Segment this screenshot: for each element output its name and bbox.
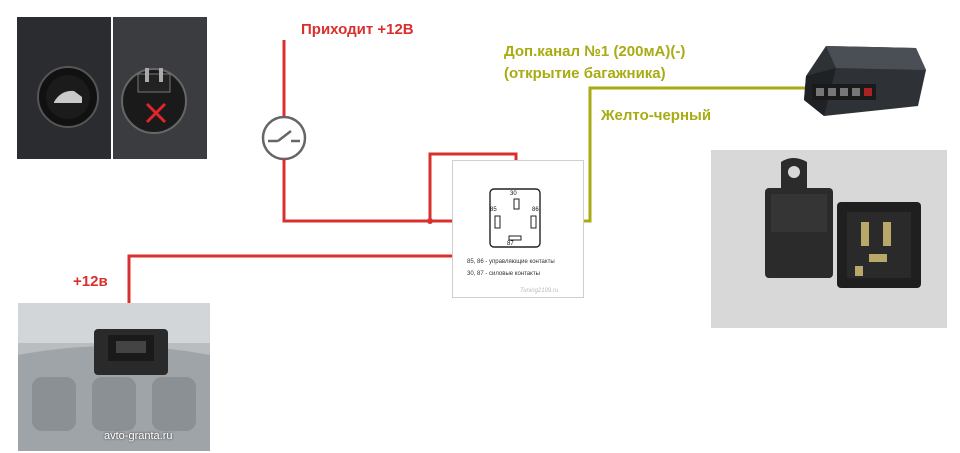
trunk-button-illustration (14, 14, 210, 162)
pin-87: 87 (507, 241, 514, 247)
trunk-open-label: (открытие багажника) (504, 65, 666, 82)
wire-color-label: Желто-черный (601, 107, 712, 124)
relays-photo (711, 150, 947, 328)
trunk-photo-watermark: avto-granta.ru (104, 430, 173, 442)
relay-watermark: Tuning2109.ru (520, 288, 559, 294)
red-wire-to-pin85 (282, 159, 490, 223)
trunk-lid-photo: avto-granta.ru (18, 303, 210, 451)
relays-illustration (711, 150, 947, 328)
alarm-unit-photo (796, 36, 936, 120)
relay-body (489, 188, 541, 248)
alarm-unit-illustration (804, 46, 926, 116)
trunk-lid-illustration (18, 303, 210, 451)
pin-86: 86 (532, 207, 539, 213)
pin-30: 30 (510, 191, 517, 197)
aux-channel-label: Доп.канал №1 (200мА)(-) (504, 43, 686, 60)
incoming-12v-label: Приходит +12В (301, 21, 414, 38)
relay-caption-control: 85, 86 - управляющие контакты (467, 259, 555, 265)
pin-85: 85 (490, 207, 497, 213)
relay-caption-power: 30, 87 - силовые контакты (467, 271, 540, 277)
switch-symbol (261, 115, 307, 161)
trunk-button-photo (14, 14, 210, 162)
relay-pinout-card: 30 85 86 87 85, 86 - управляющие контакт… (452, 160, 584, 298)
plus-12v-label: +12в (73, 273, 108, 290)
